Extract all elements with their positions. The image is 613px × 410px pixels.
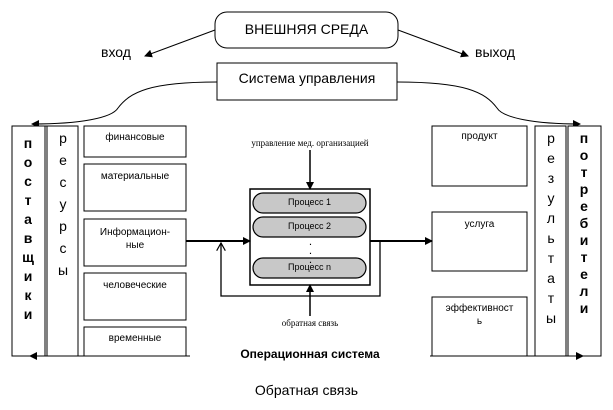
bottom-feedback-label: Обратная связь — [254, 382, 359, 398]
resource-label-2: материальные — [100, 171, 170, 182]
resources-column — [46, 125, 79, 357]
process-label-n: Процесс n — [287, 262, 332, 272]
process-label-2: Процесс 2 — [287, 221, 332, 231]
process-pill-1 — [252, 192, 367, 214]
output-label-3: эффективност ь — [445, 303, 514, 327]
output-label-1: продукт — [461, 131, 498, 142]
process-label-1: Процесс 1 — [287, 197, 332, 207]
output-box-2 — [431, 211, 528, 272]
suppliers-column — [11, 125, 46, 357]
feedback-inner-label: обратная связь — [281, 318, 339, 328]
operational-system-label: Операционная система — [190, 347, 430, 361]
results-label: результаты — [543, 130, 559, 330]
left-curve-arrow — [31, 81, 218, 128]
input-arrow — [144, 29, 216, 58]
process-pill-n — [252, 257, 367, 279]
management-label: управление мед. организацией — [251, 138, 369, 148]
control-system-box — [216, 62, 398, 101]
output-arrow — [397, 29, 469, 58]
inner-feedback-loop — [221, 241, 381, 297]
suppliers-label: поставщики — [20, 135, 36, 325]
output-box-3 — [431, 296, 528, 357]
resource-box-5 — [83, 326, 187, 357]
results-column — [534, 125, 567, 357]
process-pill-2 — [252, 216, 367, 238]
external-env-label: ВНЕШНЯЯ СРЕДА — [244, 21, 369, 37]
resource-box-1 — [83, 125, 187, 158]
resource-box-3 — [83, 218, 187, 267]
resource-label-4: человеческие — [103, 280, 167, 291]
resource-box-2 — [83, 163, 187, 212]
resource-label-5: временные — [108, 333, 162, 344]
output-label: выход — [475, 44, 515, 60]
resource-box-4 — [83, 272, 187, 321]
output-box-1 — [431, 125, 528, 187]
resource-label-1: финансовые — [105, 132, 165, 143]
resource-label-3: Информацион- ные — [99, 227, 171, 251]
right-curve-arrow — [396, 81, 581, 128]
control-system-label: Система управления — [238, 70, 376, 86]
output-label-2: услуга — [464, 219, 495, 230]
process-dots: ... — [306, 238, 315, 265]
resources-label: ресурсы — [55, 130, 71, 284]
input-label: вход — [101, 44, 131, 60]
consumers-label: потребители — [576, 130, 592, 317]
consumers-column — [567, 125, 602, 357]
